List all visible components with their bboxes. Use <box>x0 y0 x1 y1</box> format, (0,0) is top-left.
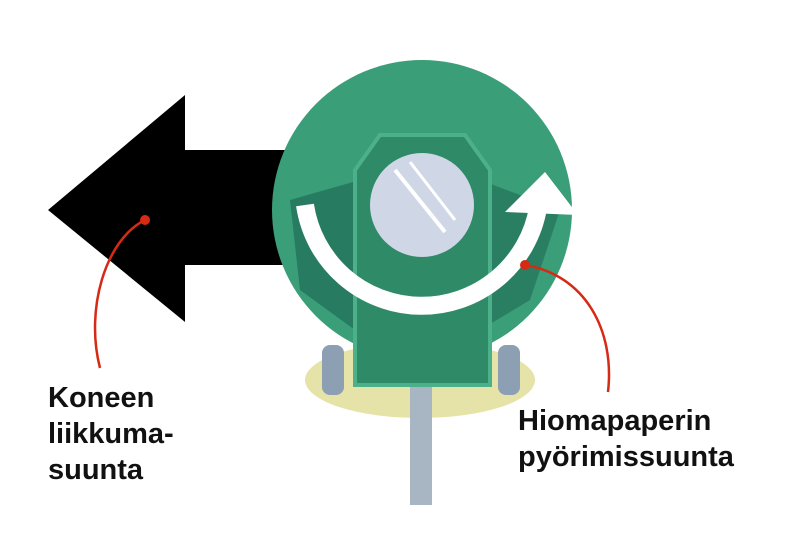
movement-direction-arrow <box>48 95 300 322</box>
callout-dot-right <box>520 260 530 270</box>
machine-direction-label: Koneen liikkuma-suunta <box>48 380 174 488</box>
label-line: Hiomapaperin <box>518 405 712 437</box>
sandpaper-rotation-label: Hiomapaperin pyörimissuunta <box>518 403 734 475</box>
glass-highlight-2 <box>408 161 457 221</box>
label-line: liikkuma- <box>48 418 174 450</box>
callout-line-right <box>524 263 611 393</box>
glass-highlight <box>393 168 447 234</box>
label-line: suunta <box>48 454 144 486</box>
label-line: Koneen <box>48 382 155 414</box>
wheel-left <box>322 345 344 395</box>
rotation-arrowhead <box>505 172 578 215</box>
callout-line-left <box>93 218 146 369</box>
label-line: pyörimissuunta <box>518 441 734 473</box>
callout-dot-left <box>140 215 150 225</box>
wheel-right <box>498 345 520 395</box>
rotation-arrow <box>296 203 547 315</box>
